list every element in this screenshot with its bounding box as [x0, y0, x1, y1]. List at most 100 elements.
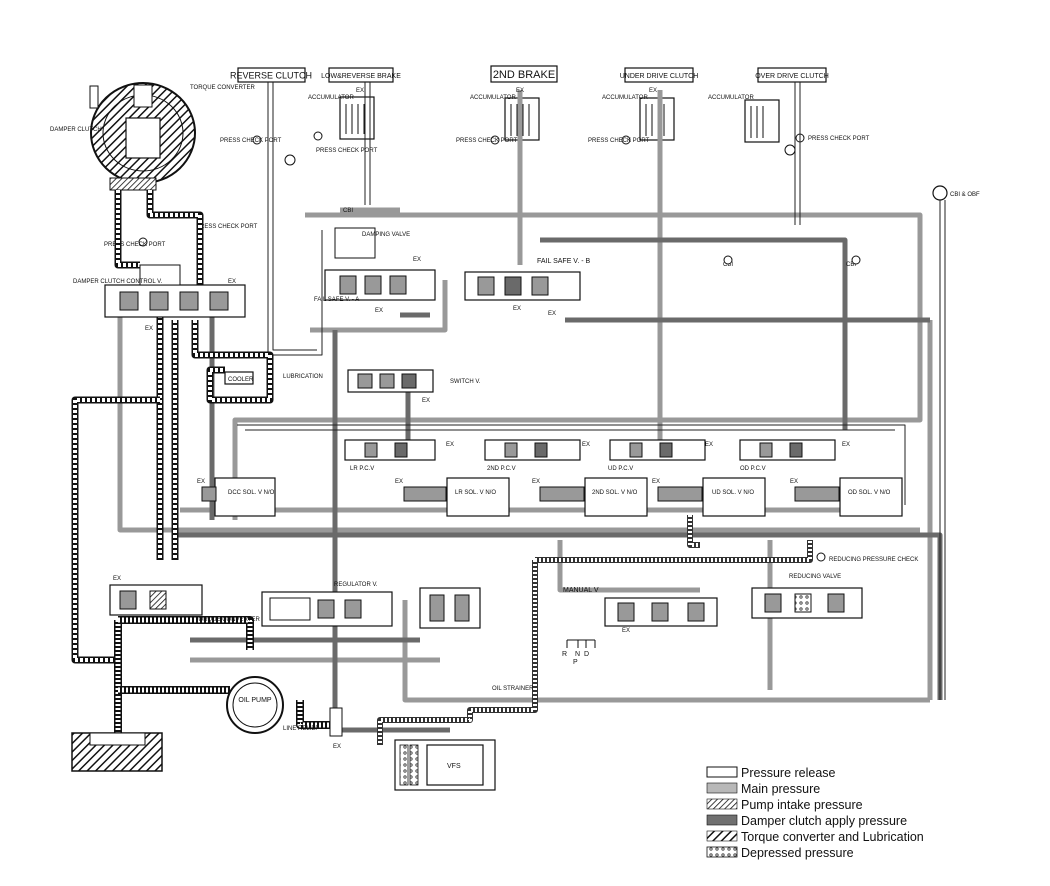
ex-label: EX	[356, 88, 364, 94]
manual-v-label: MANUAL V	[563, 587, 599, 594]
over-drive-clutch-box	[757, 67, 827, 83]
vfs-unit	[394, 739, 496, 791]
torque-lube-lines	[71, 190, 274, 664]
legend-swatch-torque	[706, 830, 738, 842]
torque-converter-low-label: TORQUE CONVERTER	[195, 617, 260, 623]
press-check-port-2nd: PRESS CHECK PORT	[456, 138, 518, 144]
ex-label: EX	[375, 308, 383, 314]
under-drive-clutch-label: UNDER DRIVE CLUTCH	[620, 73, 699, 80]
ex-label: EX	[652, 479, 660, 485]
legend-label-depressed: Depressed pressure	[741, 846, 854, 860]
ex-label: EX	[395, 479, 403, 485]
ex-label: EX	[649, 88, 657, 94]
solenoid-valves	[201, 477, 903, 517]
check-ball-rev	[284, 154, 296, 166]
od-sol-label: OD SOL. V N/O	[848, 490, 891, 496]
pressure-control-valves	[344, 439, 836, 461]
gear-d-label: D	[584, 651, 589, 658]
fail-safe-b-label: FAIL SAFE V. - B	[537, 258, 591, 265]
damper-clutch-control-v-label: DAMPER CLUTCH CONTROL V.	[73, 279, 163, 285]
cbi-label-od: CBI	[846, 262, 856, 268]
ex-label: EX	[145, 326, 153, 332]
fail-safe-valve-b	[464, 271, 581, 301]
damper-apply-lines	[175, 237, 943, 733]
dcc-sol-label: DCC SOL. V N/O	[228, 490, 275, 496]
line-relief-label: LINE RELIEF	[283, 726, 319, 732]
under-drive-clutch-box	[624, 67, 694, 83]
check-ball-od-top	[784, 144, 796, 156]
ex-markers: EX EX EX EX EX EX EX EX EX EX EX EX EX E…	[113, 88, 850, 750]
fail-safe-a-label: FAIL SAFE V. - A	[314, 297, 359, 303]
second-sol-label: 2ND SOL. V N/O	[592, 490, 638, 496]
legend-label-main: Main pressure	[741, 782, 820, 796]
oil-pump-label: OIL PUMP	[238, 697, 272, 704]
regulator-v-label: REGULATOR V.	[334, 582, 378, 588]
accumulator-label-2nd: ACCUMULATOR	[470, 95, 516, 101]
legend-swatch-depressed	[706, 846, 738, 858]
torque-converter	[89, 82, 196, 191]
line-relief-box	[329, 707, 343, 737]
check-ball-ud	[723, 255, 733, 265]
switch-v-label: SWITCH V.	[450, 379, 481, 385]
ex-label: EX	[228, 279, 236, 285]
regulator-valve	[261, 587, 481, 629]
vfs-label: VFS	[447, 763, 461, 770]
reverse-clutch-label: REVERSE CLUTCH	[230, 71, 312, 81]
reverse-clutch-box	[237, 67, 306, 83]
pump-intake-lines	[114, 616, 330, 745]
lr-pcv-label: LR P.C.V	[350, 466, 374, 472]
legend-swatch-intake	[706, 798, 738, 810]
ex-label: EX	[548, 311, 556, 317]
cooler-box	[224, 371, 254, 385]
legend-label-torque: Torque converter and Lubrication	[741, 830, 924, 844]
accumulator-label-lr: ACCUMULATOR	[308, 95, 354, 101]
cbi-obf-label: CBI & OBF	[950, 192, 980, 198]
fail-safe-valve-a	[324, 227, 436, 301]
legend-label-release: Pressure release	[741, 766, 836, 780]
gear-p-label: P	[573, 659, 578, 666]
ex-label: EX	[446, 442, 454, 448]
ex-label: EX	[582, 442, 590, 448]
gear-r-label: R	[562, 651, 567, 658]
manual-valve	[566, 597, 718, 648]
press-check-port-ud: PRESS CHECK PORT	[588, 138, 650, 144]
reducing-check-label: REDUCING PRESSURE CHECK	[829, 557, 918, 563]
press-check-port-lr: PRESS CHECK PORT	[316, 148, 378, 154]
over-drive-clutch-label: OVER DRIVE CLUTCH	[755, 73, 829, 80]
damping-valve-label: DAMPING VALVE	[362, 232, 410, 238]
check-ports	[138, 131, 948, 562]
damper-clutch-label: DAMPER CLUTCH	[50, 127, 102, 133]
cbi-label-ud: CBI	[723, 262, 733, 268]
ex-label: EX	[197, 479, 205, 485]
reducing-valve	[751, 587, 863, 619]
oil-pan	[71, 732, 163, 772]
od-pcv-label: OD P.C.V	[740, 466, 766, 472]
ex-label: EX	[513, 306, 521, 312]
legend-swatch-main	[706, 782, 738, 794]
press-check-port-rev: PRESS CHECK PORT	[220, 138, 282, 144]
legend: Pressure release Main pressure Pump inta…	[706, 766, 924, 860]
ex-label: EX	[333, 744, 341, 750]
cbi-label-lr: CBI	[343, 208, 353, 214]
lubrication-label: LUBRICATION	[283, 374, 323, 380]
press-check-port-tc2: PRESS CHECK PORT	[196, 224, 258, 230]
ex-label: EX	[516, 88, 524, 94]
reducing-valve-label: REDUCING VALVE	[789, 574, 841, 580]
ud-pcv-label: UD P.C.V	[608, 466, 633, 472]
ex-label: EX	[413, 257, 421, 263]
release-lines	[237, 82, 946, 700]
ud-sol-label: UD SOL. V N/O	[712, 490, 754, 496]
ex-label: EX	[622, 628, 630, 634]
second-pcv-label: 2ND P.C.V	[487, 466, 516, 472]
press-check-port-tc: PRESS CHECK PORT	[104, 242, 166, 248]
clutch-headers: REVERSE CLUTCH LOW&REVERSE BRAKE 2ND BRA…	[230, 65, 829, 83]
check-ball-od	[851, 255, 861, 265]
lr-sol-label: LR SOL. V N/O	[455, 490, 496, 496]
legend-swatch-release	[706, 766, 738, 778]
ex-label: EX	[532, 479, 540, 485]
oil-strainer-label: OIL STRAINER	[492, 686, 534, 692]
legend-label-intake: Pump intake pressure	[741, 798, 863, 812]
second-brake-label: 2ND BRAKE	[493, 69, 555, 81]
accumulator-label-od: ACCUMULATOR	[708, 95, 754, 101]
